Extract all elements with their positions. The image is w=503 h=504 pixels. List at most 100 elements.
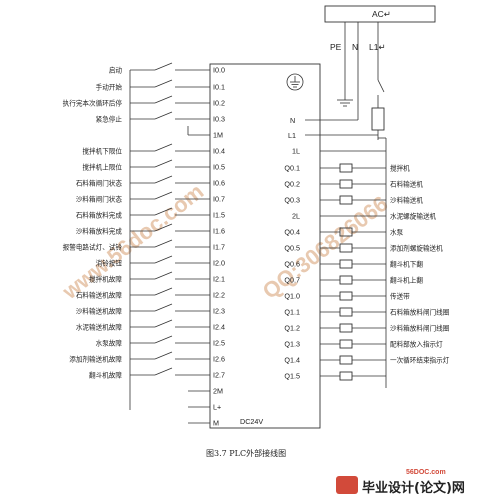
- input-terminal: I1.5: [213, 211, 225, 220]
- switch-contact-icon: [154, 319, 173, 328]
- footer-logo: 56DOC.com 毕业设计(论文)网: [336, 469, 465, 496]
- input-terminal: I0.5: [213, 163, 225, 172]
- output-terminal: Q0.1: [284, 164, 300, 173]
- output-label: 水泥螺旋输送机: [390, 212, 437, 221]
- output-label: 添加剂螺旋输送机: [390, 244, 443, 253]
- input-label: 水泥输送机故障: [76, 323, 123, 332]
- output-row: Q0.7 翻斗机上翻: [284, 276, 423, 285]
- load-coil-icon: [339, 307, 353, 317]
- input-label: 石料箱放料完成: [76, 211, 123, 220]
- output-label: 传送带: [390, 292, 410, 301]
- switch-contact-icon: [154, 223, 173, 232]
- output-terminal: Q1.3: [284, 340, 300, 349]
- brand-badge-icon: [336, 476, 358, 494]
- output-terminal: Q0.2: [284, 180, 300, 189]
- input-row: L+: [188, 403, 221, 412]
- output-label: 水泵: [390, 228, 404, 237]
- input-label: 消铃按钮: [96, 259, 123, 268]
- input-label: 搅拌机下限位: [82, 147, 122, 156]
- input-label: 执行完本次循环后停: [63, 99, 123, 108]
- input-terminal: I0.3: [213, 115, 225, 124]
- footer-domain: 56DOC.com: [406, 469, 446, 476]
- input-row: 消铃按钮 I2.0: [96, 255, 225, 268]
- input-label: 添加剂输送机故障: [69, 355, 122, 364]
- watermark-right: QQ:306826066: [258, 191, 393, 304]
- fuse-icon: [371, 107, 385, 131]
- switch-contact-icon: [154, 367, 173, 376]
- input-label: 搅拌机故障: [89, 275, 122, 284]
- load-coil-icon: [339, 275, 353, 285]
- switch-contact-icon: [154, 287, 173, 296]
- input-terminal: I2.1: [213, 275, 225, 284]
- output-terminal: Q0.7: [284, 276, 300, 285]
- output-row: Q0.5 添加剂螺旋输送机: [284, 244, 443, 253]
- load-coil-icon: [339, 259, 353, 269]
- output-terminal: 1L: [292, 147, 300, 156]
- switch-contact-icon: [154, 62, 173, 71]
- input-terminal: I0.1: [213, 83, 225, 92]
- load-coil-icon: [339, 163, 353, 173]
- input-terminal: 2M: [213, 387, 223, 396]
- input-terminal: I0.2: [213, 99, 225, 108]
- ac-label: AC↵: [372, 9, 391, 19]
- load-coil-icon: [339, 179, 353, 189]
- input-terminal: I0.7: [213, 195, 225, 204]
- output-terminal: Q0.3: [284, 196, 300, 205]
- input-terminal: I0.6: [213, 179, 225, 188]
- output-label: 翻斗机上翻: [390, 276, 423, 285]
- output-label: 一次循环结束指示灯: [390, 356, 450, 365]
- switch-contact-icon: [154, 175, 173, 184]
- input-terminal: 1M: [213, 131, 223, 140]
- switch-contact-icon: [154, 143, 173, 152]
- input-row: M: [188, 419, 219, 428]
- output-row: Q1.5: [284, 372, 386, 381]
- output-terminal: Q1.5: [284, 372, 300, 381]
- input-row: 搅拌机故障 I2.1: [89, 271, 225, 284]
- input-row: 执行完本次循环后停 I0.2: [63, 95, 225, 108]
- input-row: 1M: [188, 131, 223, 140]
- plc-l1-terminal: L1: [288, 131, 296, 140]
- input-label: 水泵故障: [96, 339, 123, 348]
- input-terminal: I2.5: [213, 339, 225, 348]
- switch-contact-icon: [154, 335, 173, 344]
- input-label: 沙料箱放料完成: [76, 227, 123, 236]
- output-terminal: Q1.1: [284, 308, 300, 317]
- input-terminal: I2.0: [213, 259, 225, 268]
- input-label: 紧急停止: [96, 115, 123, 124]
- figure-caption: 图3.7 PLC外部接线图: [206, 448, 286, 458]
- plc-ground-icon: [286, 73, 304, 91]
- input-terminal: I0.4: [213, 147, 225, 156]
- switch-contact-icon: [154, 239, 173, 248]
- load-coil-icon: [339, 371, 353, 381]
- output-label: 石料输送机: [390, 180, 423, 189]
- output-terminal: Q1.2: [284, 324, 300, 333]
- output-row: Q0.2 石料输送机: [284, 180, 423, 189]
- output-label: 翻斗机下翻: [390, 260, 423, 269]
- switch-contact-icon: [154, 191, 173, 200]
- load-coil-icon: [339, 195, 353, 205]
- n-label: N: [352, 42, 358, 52]
- switch-contact-icon: [154, 79, 173, 88]
- input-row: 2M: [188, 387, 223, 396]
- plc-dc-label: DC24V: [240, 417, 263, 426]
- input-terminal: I2.2: [213, 291, 225, 300]
- output-terminal: Q0.5: [284, 244, 300, 253]
- output-row: 1L: [292, 147, 386, 156]
- input-label: 沙料输送机故障: [76, 307, 123, 316]
- switch-contact-icon: [154, 351, 173, 360]
- input-label: 报警电路试灯、试铃: [63, 243, 123, 252]
